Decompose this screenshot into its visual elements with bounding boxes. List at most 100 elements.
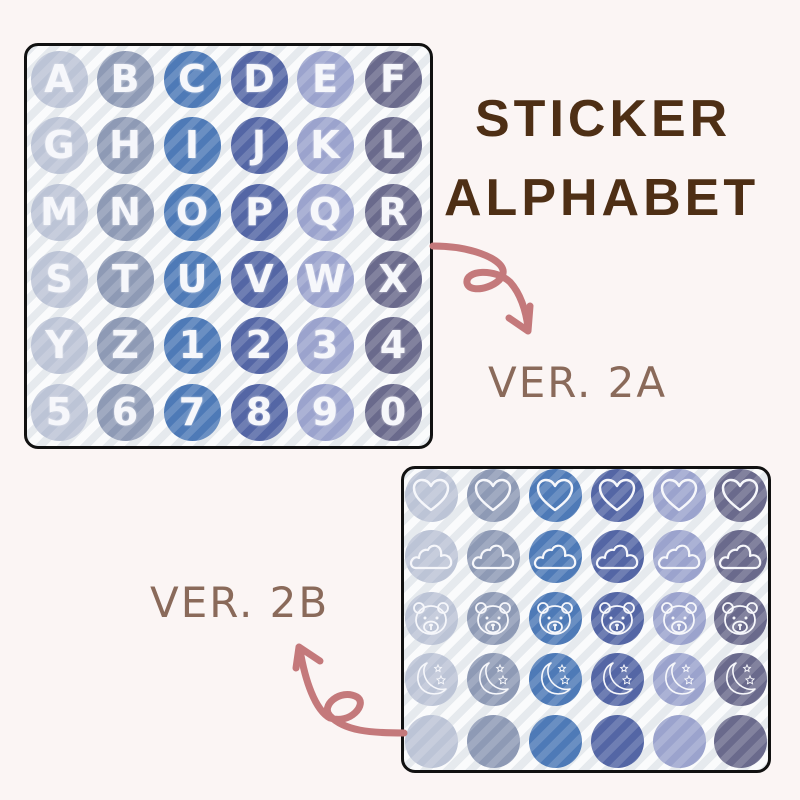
sticker-heart-2	[466, 469, 520, 522]
sticker-bear-5	[652, 591, 706, 645]
heart-icon	[411, 477, 451, 513]
sticker-l: L	[364, 116, 422, 174]
sticker-f: F	[364, 50, 422, 108]
sticker-heart-3	[528, 469, 582, 522]
sticker-6: 6	[96, 383, 154, 441]
curly-arrow-to-2a-icon	[429, 242, 534, 335]
sticker-cloud-5	[652, 529, 706, 583]
sticker-glyph: 8	[245, 390, 273, 434]
sticker-glyph: 4	[379, 323, 407, 367]
sticker-4: 4	[364, 316, 422, 374]
sticker-r: R	[364, 183, 422, 241]
sticker-0: 0	[364, 383, 422, 441]
sticker-bear-2	[466, 591, 520, 645]
sticker-heart-5	[652, 469, 706, 522]
sticker-moon-stars-2	[466, 652, 520, 706]
cloud-icon	[532, 541, 578, 571]
bear-icon	[473, 599, 513, 637]
moon-stars-icon	[411, 659, 451, 699]
sticker-blank-3	[528, 714, 582, 768]
sticker-blank-6	[713, 714, 767, 768]
sticker-j: J	[230, 116, 288, 174]
sticker-glyph: M	[40, 190, 78, 234]
title-line-2: ALPHABET	[444, 169, 760, 227]
sticker-glyph: T	[112, 257, 138, 301]
sticker-2: 2	[230, 316, 288, 374]
sticker-bear-1	[404, 591, 458, 645]
sticker-q: Q	[296, 183, 354, 241]
sticker-p: P	[230, 183, 288, 241]
sticker-moon-stars-1	[404, 652, 458, 706]
sticker-glyph: 0	[379, 390, 407, 434]
sticker-blank-2	[466, 714, 520, 768]
sticker-sheet-version-2b	[401, 466, 771, 773]
sticker-moon-stars-5	[652, 652, 706, 706]
sticker-glyph: R	[378, 190, 408, 234]
sticker-o: O	[163, 183, 221, 241]
sticker-glyph: E	[312, 57, 338, 101]
version-2b-label: VER. 2B	[150, 578, 330, 627]
moon-stars-icon	[720, 659, 760, 699]
bear-icon	[659, 599, 699, 637]
sticker-glyph: F	[380, 57, 406, 101]
sticker-1: 1	[163, 316, 221, 374]
sticker-moon-stars-3	[528, 652, 582, 706]
sticker-moon-stars-6	[713, 652, 767, 706]
sticker-moon-stars-4	[590, 652, 644, 706]
cloud-icon	[656, 541, 702, 571]
sticker-cloud-2	[466, 529, 520, 583]
sticker-heart-1	[404, 469, 458, 522]
sticker-glyph: Y	[45, 323, 73, 367]
sticker-8: 8	[230, 383, 288, 441]
sticker-glyph: 1	[178, 323, 206, 367]
sticker-glyph: K	[310, 123, 340, 167]
sticker-m: M	[30, 183, 88, 241]
sticker-d: D	[230, 50, 288, 108]
sticker-e: E	[296, 50, 354, 108]
sticker-t: T	[96, 250, 154, 308]
sticker-n: N	[96, 183, 154, 241]
sticker-glyph: B	[110, 57, 140, 101]
moon-stars-icon	[659, 659, 699, 699]
sticker-z: Z	[96, 316, 154, 374]
sticker-b: B	[96, 50, 154, 108]
sticker-v: V	[230, 250, 288, 308]
sticker-cloud-3	[528, 529, 582, 583]
sticker-glyph: W	[304, 257, 346, 301]
heart-icon	[597, 477, 637, 513]
sticker-bear-6	[713, 591, 767, 645]
sticker-glyph: P	[245, 190, 273, 234]
title-line-1: STICKER	[475, 90, 732, 148]
curly-arrow-to-2b-icon	[292, 643, 408, 737]
cloud-icon	[470, 541, 516, 571]
sticker-a: A	[30, 50, 88, 108]
sticker-c: C	[163, 50, 221, 108]
sticker-glyph: A	[44, 57, 74, 101]
sticker-h: H	[96, 116, 154, 174]
sticker-glyph: C	[178, 57, 206, 101]
sticker-glyph: U	[176, 257, 208, 301]
moon-stars-icon	[535, 659, 575, 699]
sticker-blank-5	[652, 714, 706, 768]
sticker-heart-6	[713, 469, 767, 522]
sticker-g: G	[30, 116, 88, 174]
sticker-glyph: H	[109, 123, 141, 167]
sticker-heart-4	[590, 469, 644, 522]
sticker-glyph: 6	[111, 390, 139, 434]
sticker-bear-4	[590, 591, 644, 645]
sticker-glyph: S	[45, 257, 73, 301]
bear-icon	[535, 599, 575, 637]
sticker-cloud-6	[713, 529, 767, 583]
cloud-icon	[717, 541, 763, 571]
bear-icon	[597, 599, 637, 637]
sticker-glyph: 5	[45, 390, 73, 434]
version-2a-label: VER. 2A	[488, 358, 668, 407]
sticker-glyph: J	[251, 123, 267, 167]
sticker-3: 3	[296, 316, 354, 374]
sticker-glyph: O	[175, 190, 209, 234]
bear-icon	[411, 599, 451, 637]
moon-stars-icon	[597, 659, 637, 699]
cloud-icon	[594, 541, 640, 571]
heart-icon	[473, 477, 513, 513]
